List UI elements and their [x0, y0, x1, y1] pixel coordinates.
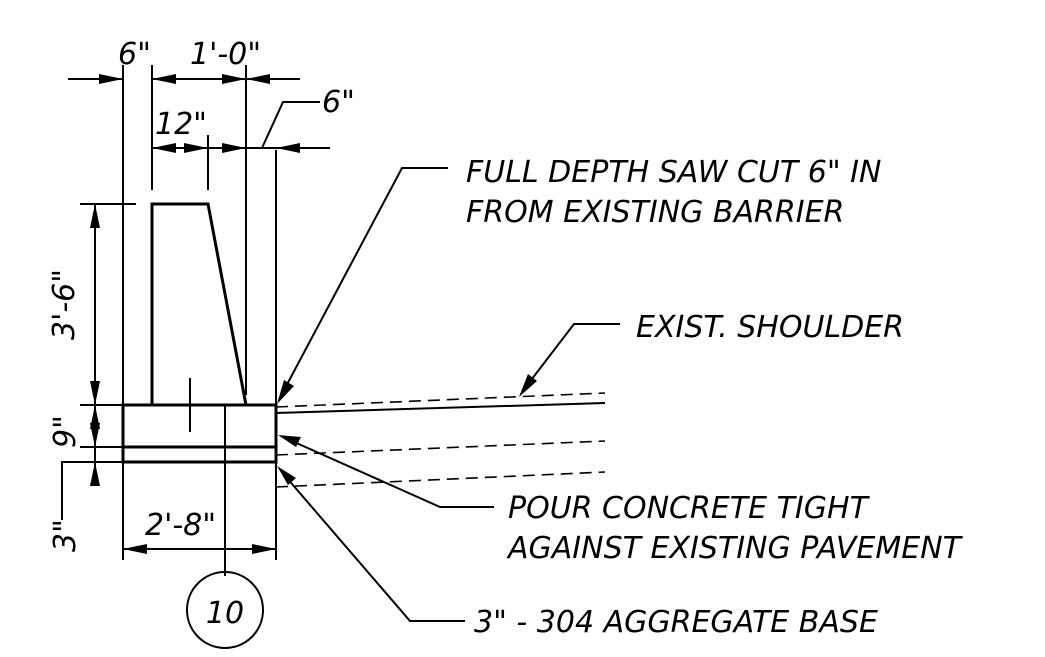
detail-tag-number: 10	[206, 596, 244, 631]
existing-pavement-lines	[275, 392, 606, 488]
extension-lines-top	[122, 65, 277, 405]
detail-tag	[186, 571, 264, 649]
leader-shoulder	[519, 323, 620, 397]
callout-aggregate: 3" - 304 AGGREGATE BASE	[474, 605, 878, 640]
callout-saw-cut-2: FROM EXISTING BARRIER	[466, 195, 844, 230]
dim-3ft6: 3'-6"	[47, 269, 82, 340]
dimension-row-top	[68, 74, 300, 84]
footing-section	[121, 403, 278, 576]
leader-pour	[278, 435, 494, 508]
dim-2ft8: 2'-8"	[145, 508, 216, 543]
dimension-vertical	[61, 203, 136, 520]
dim-top-1ft: 1'-0"	[190, 37, 261, 72]
barrier-profile	[150, 202, 248, 432]
dim-3: 3"	[48, 519, 83, 552]
callout-saw-cut-1: FULL DEPTH SAW CUT 6" IN	[466, 155, 881, 190]
callout-pour-1: POUR CONCRETE TIGHT	[508, 491, 871, 526]
dimension-bottom	[122, 462, 277, 560]
dim-top-6: 6"	[118, 37, 151, 72]
dim-9: 9"	[48, 415, 83, 448]
leader-aggregate	[277, 466, 465, 622]
callout-pour-2: AGAINST EXISTING PAVEMENT	[506, 531, 964, 566]
dim-12: 12"	[155, 107, 207, 142]
dim-right-6: 6"	[322, 85, 355, 120]
leader-saw-cut	[277, 167, 448, 404]
callout-shoulder: EXIST. SHOULDER	[636, 310, 904, 345]
dimension-row-second	[152, 101, 330, 153]
